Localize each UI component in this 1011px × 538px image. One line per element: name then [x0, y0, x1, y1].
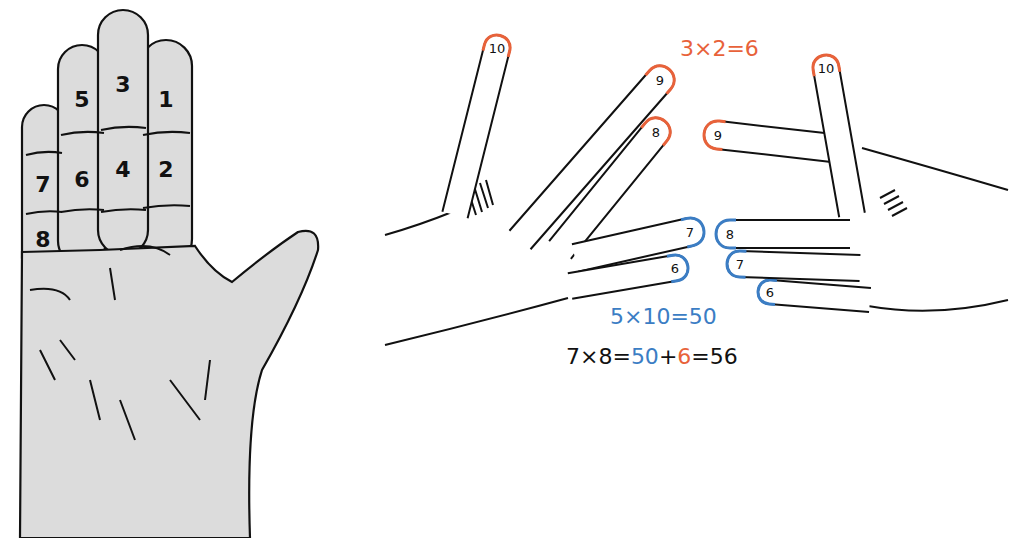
finger-number: 8 [726, 228, 734, 241]
finger-number: 6 [74, 169, 89, 191]
hand-outline [862, 148, 1008, 190]
hand-outline [385, 212, 452, 235]
equation-part: =56 [691, 344, 737, 369]
fingertip-mark [681, 218, 704, 247]
finger-outline [813, 55, 865, 217]
finger-number: 6 [766, 286, 774, 299]
fingertip-mark [646, 66, 675, 94]
finger-number: 7 [35, 174, 50, 196]
fingertip-mark [813, 55, 840, 76]
result-equation: 7×8=50+6=56 [566, 346, 738, 368]
finger-number: 5 [74, 89, 89, 111]
finger-number: 3 [115, 74, 130, 96]
fingertip-mark [667, 255, 688, 282]
finger-number: 1 [158, 89, 173, 111]
equation-part: 7×8= [566, 344, 631, 369]
palm [20, 231, 318, 538]
fingertip-mark [641, 118, 670, 146]
finger-outline [727, 251, 860, 281]
tens-equation: 5×10=50 [610, 306, 717, 328]
finger-number: 9 [714, 129, 722, 142]
finger-outline [716, 220, 850, 248]
finger-number: 9 [656, 74, 664, 87]
equation-part: + [659, 344, 677, 369]
finger-creases [26, 127, 210, 440]
hatching [880, 190, 907, 216]
finger-number: 8 [652, 126, 660, 139]
finger-number: 4 [115, 159, 130, 181]
fingertip-mark [758, 280, 777, 304]
finger-outline [716, 220, 850, 248]
fingertip-mark [704, 121, 726, 150]
finger-number: 10 [489, 42, 506, 55]
equation-part: 6 [677, 344, 691, 369]
finger-outline [568, 255, 688, 299]
finger-outline [813, 55, 865, 217]
equation-part: 50 [631, 344, 659, 369]
finger-outline [758, 280, 871, 312]
hand-outline [868, 300, 1008, 311]
finger-number: 10 [818, 62, 835, 75]
finger-number: 7 [686, 226, 694, 239]
finger-outline [758, 280, 871, 312]
hand-outline [385, 298, 568, 345]
finger-number: 2 [158, 159, 173, 181]
two-hands-drawing [385, 35, 1008, 345]
middle-finger [98, 10, 148, 255]
finger-outline [568, 255, 688, 299]
finger-outline [442, 35, 510, 218]
grey-hand [20, 10, 318, 538]
product-equation: 3×2=6 [680, 38, 759, 60]
fingertip-mark [483, 35, 510, 57]
fingertip-mark [716, 220, 736, 248]
finger-number: 8 [35, 229, 50, 251]
fingertip-mark [727, 251, 746, 277]
finger-outline [442, 35, 510, 218]
finger-number: 7 [736, 258, 744, 271]
finger-outline [727, 251, 860, 281]
finger-number: 6 [671, 262, 679, 275]
